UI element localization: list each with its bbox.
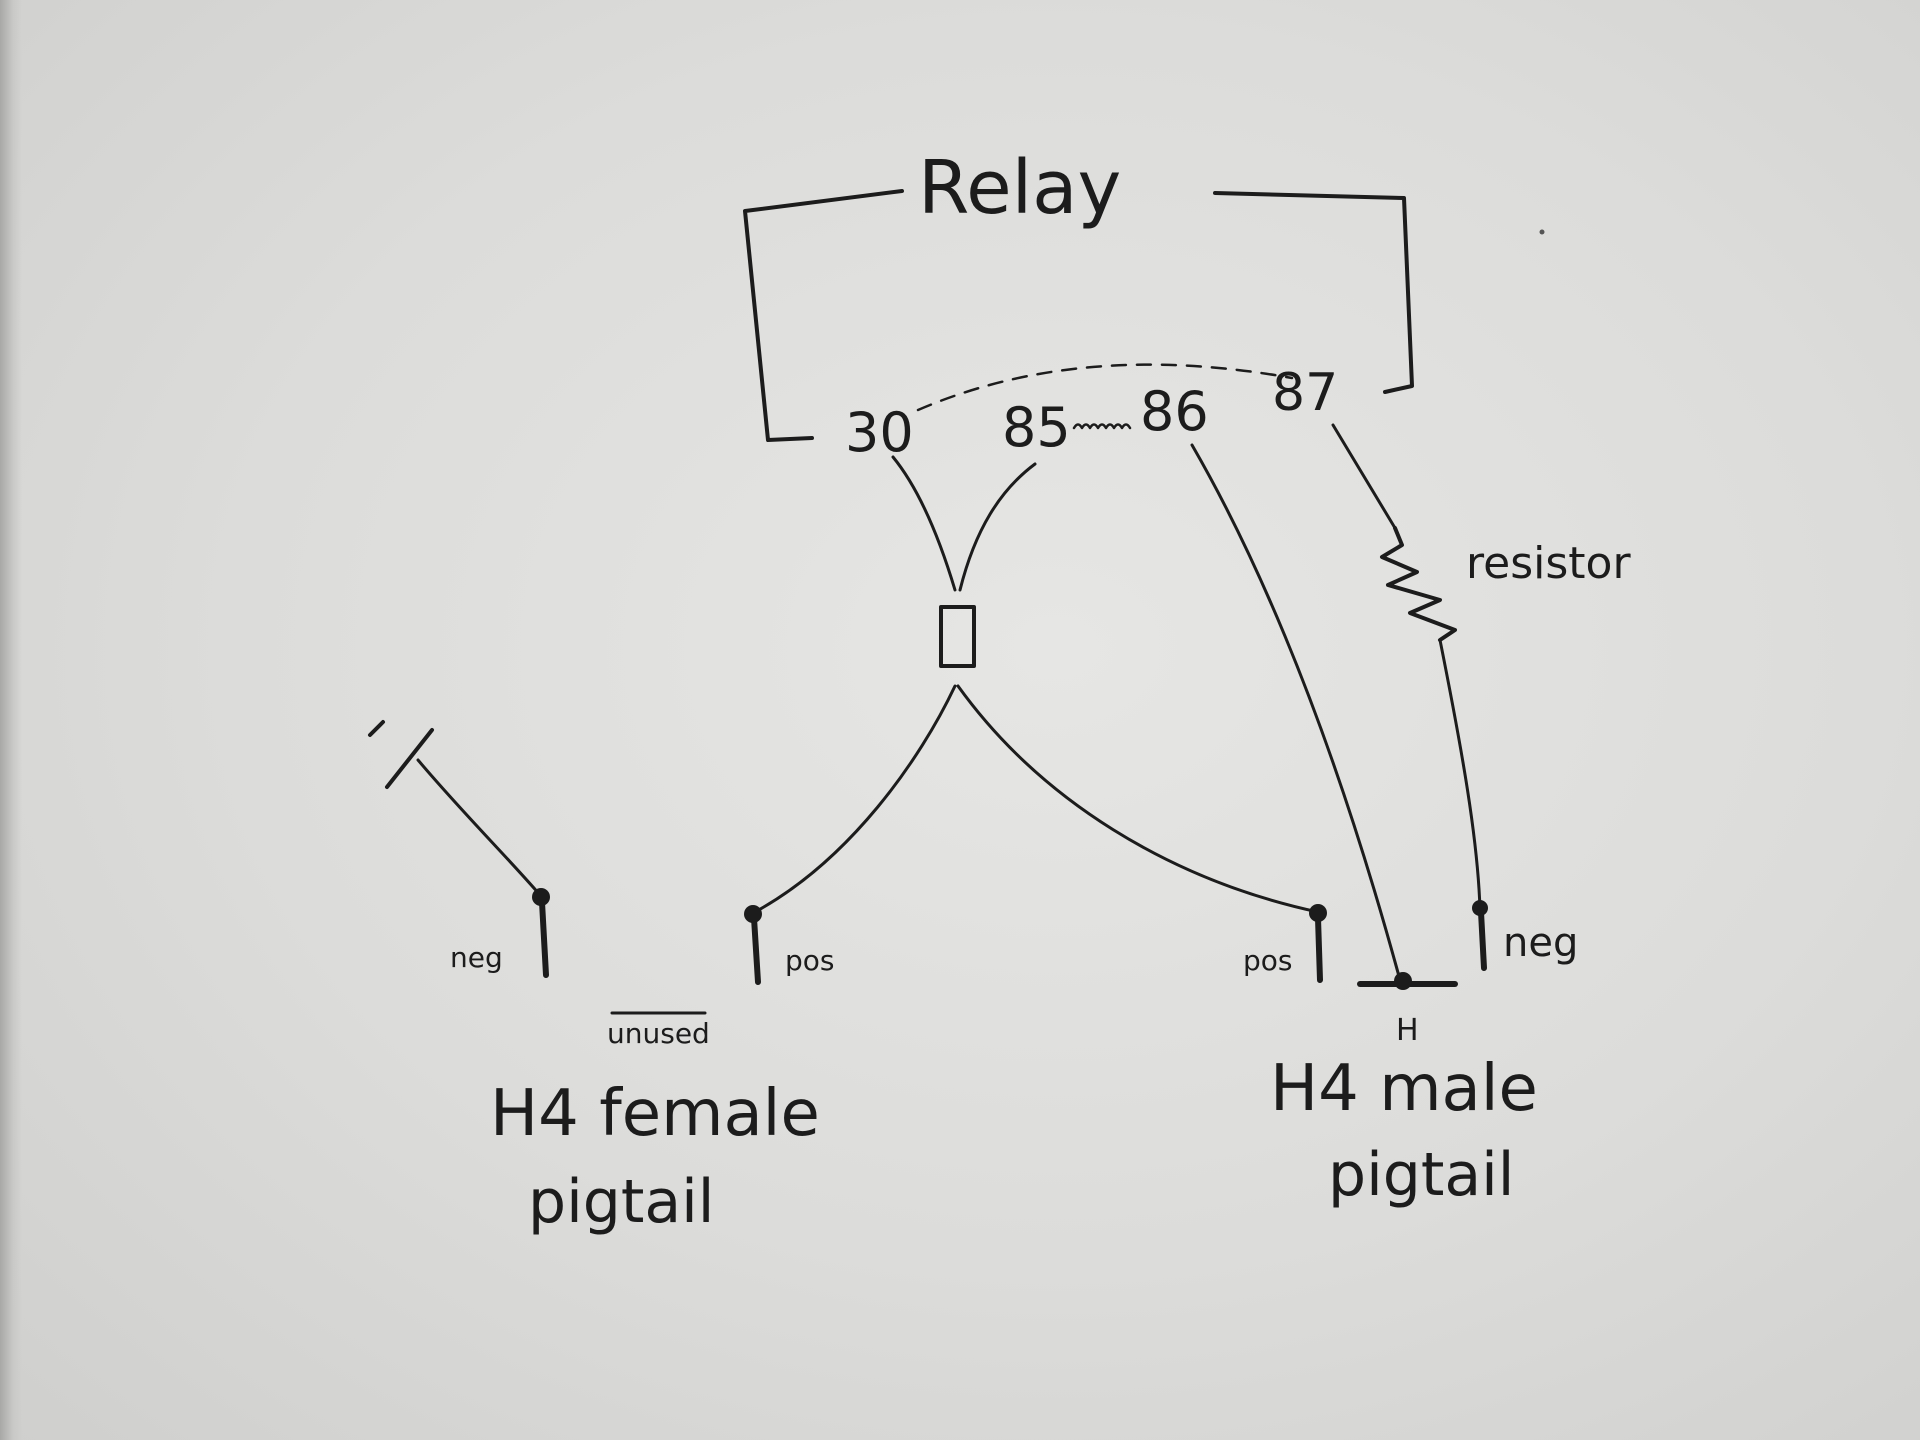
- wire-resistor-to-neg: [1438, 638, 1482, 912]
- resistor-symbol: [1380, 526, 1457, 642]
- female-pos-terminal: [751, 915, 761, 985]
- pin-85-label: 85: [1002, 396, 1071, 459]
- wire-pin-30: [891, 455, 957, 592]
- relay-bracket-right: [1213, 191, 1414, 394]
- resistor-label: resistor: [1466, 538, 1631, 589]
- wire-pin-86: [1190, 443, 1402, 982]
- splice-connector: [939, 605, 976, 668]
- female-neg-label: neg: [450, 941, 503, 974]
- pin-86-label: 86: [1140, 380, 1209, 443]
- cut-wire-mark: [368, 720, 434, 789]
- female-title-line2: pigtail: [528, 1167, 714, 1237]
- male-pos-terminal-dot: [1309, 904, 1327, 922]
- male-neg-label: neg: [1503, 920, 1578, 966]
- male-neg-terminal: [1478, 909, 1487, 971]
- paper-edge: [0, 0, 22, 1440]
- male-title-line2: pigtail: [1328, 1140, 1514, 1210]
- pin-87-label: 87: [1272, 363, 1338, 423]
- wire-pin-85: [958, 462, 1037, 592]
- male-h-label: H: [1396, 1013, 1419, 1048]
- female-title-line1: H4 female: [490, 1077, 820, 1151]
- pin-30-label: 30: [845, 401, 914, 464]
- male-pos-terminal: [1315, 915, 1323, 983]
- wire-pin-87: [1331, 423, 1397, 530]
- female-pos-label: pos: [785, 944, 835, 977]
- relay-dashed-arc: [916, 363, 1294, 412]
- wire-female-neg: [416, 758, 542, 897]
- unused-note: unused: [607, 1017, 710, 1050]
- relay-title: Relay: [918, 145, 1121, 231]
- male-pos-label: pos: [1243, 944, 1293, 977]
- stray-dot: [1539, 229, 1545, 235]
- female-neg-terminal-dot: [532, 888, 550, 906]
- female-neg-terminal: [539, 899, 549, 978]
- wire-to-male-pos: [956, 684, 1320, 914]
- male-title-line1: H4 male: [1270, 1052, 1538, 1126]
- wire-to-female-pos: [753, 684, 957, 914]
- relay-coil-squiggle: [1072, 423, 1132, 430]
- female-pos-terminal-dot: [744, 905, 762, 923]
- relay-bracket-left: [743, 189, 904, 442]
